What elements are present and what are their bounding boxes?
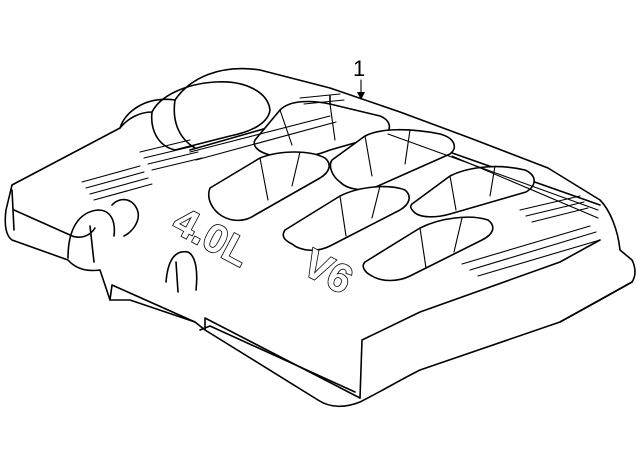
leader-arrowhead (357, 92, 365, 100)
callout-1: 1 (353, 56, 365, 100)
raised-ribs (207, 100, 535, 282)
callout-number: 1 (353, 56, 365, 81)
vent-slots (81, 139, 203, 201)
deck-ridges (189, 93, 601, 277)
